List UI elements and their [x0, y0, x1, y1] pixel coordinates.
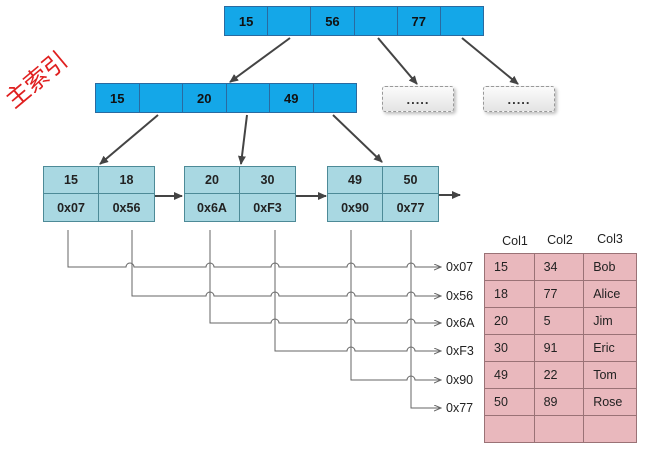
leaf-pointer: 0x6A: [185, 194, 240, 221]
table-cell: 89: [533, 388, 585, 416]
leaf-pointer: 0x90: [328, 194, 383, 221]
leaf-pointer: 0x07: [44, 194, 99, 221]
root-key: 56: [311, 7, 355, 35]
table-cell: [533, 415, 585, 443]
row-address-label: 0x6A: [446, 316, 475, 330]
table-cell: 34: [533, 253, 585, 281]
table-cell: Tom: [583, 361, 637, 389]
table-cell: 91: [533, 334, 585, 362]
root-pointer-slot: [268, 7, 312, 35]
leaf-pointer: 0xF3: [253, 200, 282, 215]
table-cell: Jim: [583, 307, 637, 335]
internal-key: 49: [270, 84, 314, 112]
table-cell: Bob: [583, 253, 637, 281]
root-key: 15: [225, 7, 269, 35]
pointer-connectors: [67, 230, 440, 408]
leaf-node: 49 50 0x90 0x77: [327, 166, 439, 222]
ptr-line-0x6A: [209, 230, 440, 323]
root-to-level2-arrow: [229, 37, 291, 83]
table-cell: 77: [533, 280, 585, 308]
placeholder-node: .....: [382, 86, 454, 112]
internal-pointer-slot: [314, 84, 357, 112]
level2-to-leaf2-arrow: [238, 114, 248, 165]
table-cell: [583, 415, 637, 443]
table-cell: 15: [484, 253, 535, 281]
internal-pointer-slot: [140, 84, 183, 112]
ptr-line-0x77: [410, 230, 440, 408]
leaf-pointer: 0x77: [396, 200, 425, 215]
row-address-label: 0x90: [446, 373, 474, 387]
level2-to-leaf3-arrow: [332, 114, 383, 163]
row-address-label: 0x77: [446, 401, 474, 415]
root-key: 77: [398, 7, 441, 35]
table-row: [484, 415, 637, 443]
row-address-label: 0x56: [446, 289, 474, 303]
table-cell: Eric: [583, 334, 637, 362]
table-cell: 18: [484, 280, 535, 308]
table-cell: 49: [484, 361, 535, 389]
leaf-key: 49: [328, 167, 383, 194]
internal-key: 15: [96, 84, 140, 112]
leaf-key: 30: [240, 167, 295, 194]
row-address-label: 0xF3: [446, 344, 474, 358]
level2-to-leaf1-arrow: [99, 114, 159, 165]
root-pointer-slot: [355, 7, 398, 35]
leaf-node: 15 18 0x07 0x56: [43, 166, 155, 222]
leaf-node: 20 30 0x6A 0xF3: [184, 166, 296, 222]
row-address-label: 0x07: [446, 260, 474, 274]
table-cell: Alice: [583, 280, 637, 308]
table-header-col3: Col3: [597, 232, 623, 246]
table-cell: 5: [533, 307, 585, 335]
root-to-dots2-arrow: [461, 37, 519, 85]
ptr-line-0x56: [131, 230, 440, 296]
root-node: 15 56 77: [224, 6, 484, 36]
table-cell: 30: [484, 334, 535, 362]
ptr-line-0x90: [350, 230, 440, 380]
internal-node: 15 20 49: [95, 83, 357, 113]
root-to-dots1-arrow: [377, 37, 418, 85]
ptr-line-0x07: [67, 230, 440, 267]
table-cell: 50: [484, 388, 535, 416]
table-cell: 22: [533, 361, 585, 389]
placeholder-node: .....: [483, 86, 555, 112]
internal-key: 20: [183, 84, 227, 112]
root-pointer-slot: [441, 7, 483, 35]
table-cell: Rose: [583, 388, 637, 416]
table-header-col2: Col2: [547, 233, 573, 247]
leaf-key: 50: [383, 167, 438, 194]
ptr-line-0xF3: [274, 230, 440, 351]
leaf-key: 18: [99, 167, 154, 194]
leaf-key: 15: [44, 167, 99, 194]
leaf-key: 20: [185, 167, 240, 194]
internal-pointer-slot: [227, 84, 270, 112]
leaf-pointer: 0x56: [112, 200, 141, 215]
table-cell: [484, 415, 535, 443]
table-header-col1: Col1: [502, 234, 528, 248]
table-cell: 20: [484, 307, 535, 335]
